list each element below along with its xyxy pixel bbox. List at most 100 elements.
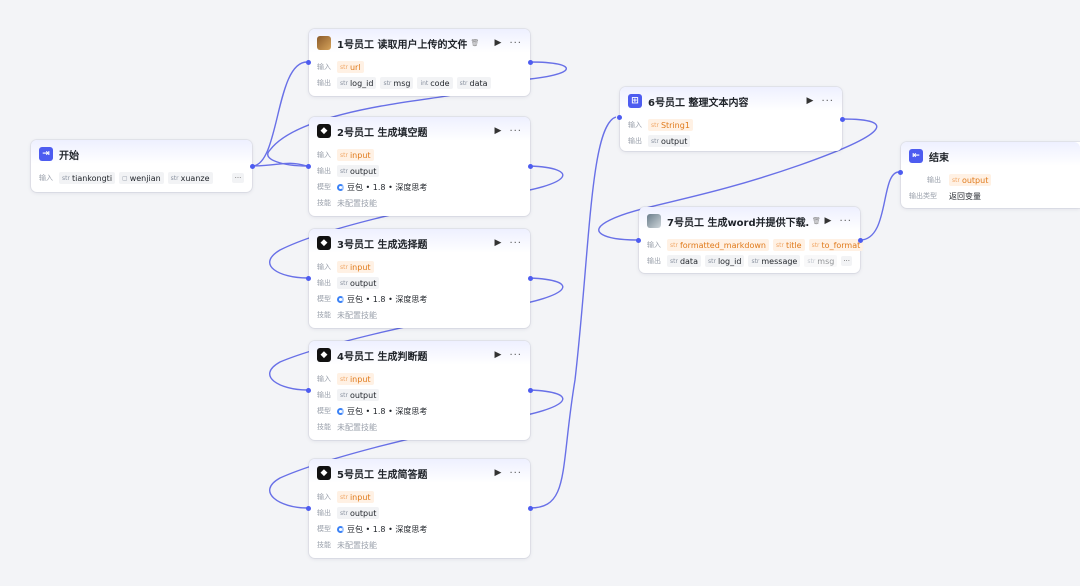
node-header: 7号员工 生成word并提供下载… 🗑 ▶ ··· — [639, 207, 860, 231]
llm-icon: ◆ — [317, 348, 331, 362]
play-icon[interactable]: ▶ — [824, 216, 832, 226]
input-port[interactable] — [306, 388, 311, 393]
output-port[interactable] — [528, 388, 533, 393]
input-port[interactable] — [306, 164, 311, 169]
file-icon: ▢ — [122, 174, 128, 182]
skill-row: 技能未配置技能 — [317, 307, 522, 323]
output-port[interactable] — [840, 117, 845, 122]
play-icon[interactable]: ▶ — [494, 468, 502, 478]
play-icon[interactable]: ▶ — [494, 38, 502, 48]
more-params-button[interactable]: ··· — [841, 256, 852, 266]
ellipsis-icon[interactable]: ··· — [509, 237, 522, 249]
input-port[interactable] — [636, 238, 641, 243]
input-port[interactable] — [306, 506, 311, 511]
input-port[interactable] — [898, 170, 903, 175]
ellipsis-icon[interactable]: ··· — [509, 467, 522, 479]
skill-label: 技能 — [317, 199, 331, 207]
node-header: ⇤ 结束 — [901, 142, 1080, 166]
param-tag: ▢wenjian — [119, 172, 164, 184]
play-icon[interactable]: ▶ — [494, 350, 502, 360]
ellipsis-icon[interactable]: ··· — [509, 37, 522, 49]
skill-label: 技能 — [317, 311, 331, 319]
input-port[interactable] — [306, 60, 311, 65]
play-icon[interactable]: ▶ — [494, 126, 502, 136]
node-title: 2号员工 生成填空题 — [337, 127, 428, 139]
output-port[interactable] — [250, 164, 255, 169]
llm-icon: ◆ — [317, 466, 331, 480]
output-port[interactable] — [528, 60, 533, 65]
skill-value: 未配置技能 — [337, 310, 377, 320]
play-icon[interactable]: ▶ — [494, 238, 502, 248]
model-label: 模型 — [317, 183, 331, 191]
skill-value: 未配置技能 — [337, 198, 377, 208]
text-process-icon: ⊞ — [628, 94, 642, 108]
input-port[interactable] — [306, 276, 311, 281]
output-label: 输出 — [927, 176, 941, 184]
trash-icon[interactable]: 🗑 — [470, 39, 480, 47]
ellipsis-icon[interactable]: ··· — [509, 125, 522, 137]
output-port[interactable] — [528, 506, 533, 511]
input-label: 输入 — [628, 121, 642, 129]
more-params-button[interactable]: ··· — [232, 173, 244, 183]
ellipsis-icon[interactable]: ··· — [509, 349, 522, 361]
model-name: 豆包 • 1.8 • 深度思考 — [347, 294, 428, 304]
node-title: 3号员工 生成选择题 — [337, 239, 428, 251]
trash-icon[interactable]: 🗑 — [812, 217, 821, 225]
output-type-label: 输出类型 — [909, 192, 937, 200]
input-label: 输入 — [317, 263, 331, 271]
ellipsis-icon[interactable]: ··· — [839, 215, 852, 227]
ellipsis-icon[interactable]: ··· — [821, 95, 834, 107]
node-header: ◆ 4号员工 生成判断题 ▶ ··· — [309, 341, 530, 365]
output-label: 输出 — [317, 391, 331, 399]
play-icon[interactable]: ▶ — [806, 96, 814, 106]
output-port[interactable] — [528, 276, 533, 281]
model-name: 豆包 • 1.8 • 深度思考 — [347, 524, 428, 534]
model-row: 模型豆包 • 1.8 • 深度思考 — [317, 521, 522, 537]
input-port[interactable] — [617, 115, 622, 120]
output-port[interactable] — [858, 238, 863, 243]
model-label: 模型 — [317, 407, 331, 415]
output-port[interactable] — [528, 164, 533, 169]
end-type-row: 输出类型 返回变量 — [909, 188, 1072, 204]
llm-icon: ◆ — [317, 124, 331, 138]
node-header: 1号员工 读取用户上传的文件 🗑 ▶ ··· — [309, 29, 530, 53]
model-row: 模型豆包 • 1.8 • 深度思考 — [317, 179, 522, 195]
